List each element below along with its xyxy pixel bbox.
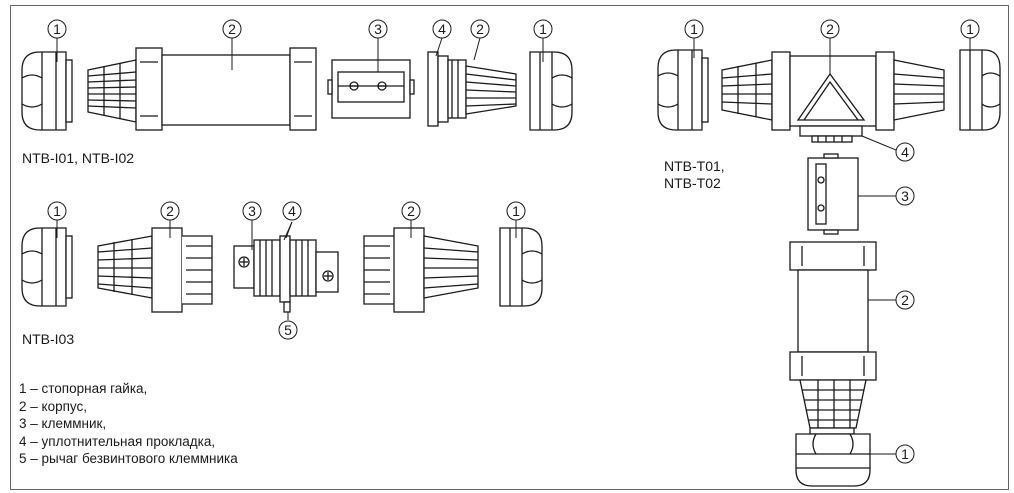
callout-circle — [278, 320, 298, 340]
gland-fingers — [721, 59, 773, 121]
callout-circle — [222, 19, 242, 39]
model-label-i01-i02: NTB-I01, NTB-I02 — [22, 150, 135, 166]
callout-number: 4 — [901, 144, 909, 160]
callout-number: 4 — [288, 203, 296, 219]
legend-item: 2 – корпус, — [19, 398, 88, 414]
callout-number: 3 — [901, 188, 909, 204]
parts-legend: 1 – стопорная гайка, 2 – корпус, 3 – кле… — [19, 380, 238, 468]
gland-fingers — [423, 235, 479, 299]
callout-circle — [506, 201, 526, 221]
callout-number: 3 — [374, 21, 382, 37]
legend-item: 1 – стопорная гайка, — [19, 381, 148, 396]
callout-number: 1 — [901, 446, 909, 462]
figure-frame — [10, 5, 1009, 490]
terminal-block-with-seal — [233, 235, 339, 313]
housing-half — [363, 227, 425, 313]
terminal-block — [327, 59, 415, 119]
callout-number: 1 — [53, 21, 61, 37]
callout-circle — [432, 19, 452, 39]
callout-circle — [160, 201, 180, 221]
gland-fingers — [87, 59, 137, 123]
callout-number: 2 — [166, 203, 174, 219]
terminal-block — [807, 153, 859, 235]
callout-number: 2 — [901, 292, 909, 308]
seal-and-thread — [427, 51, 517, 127]
seal-ring — [811, 135, 853, 143]
cap-nut — [529, 51, 573, 131]
callouts — [47, 19, 980, 464]
model-label-tee-line2: NTB-T02 — [664, 175, 721, 191]
callout-circle — [47, 201, 67, 221]
gland-fingers — [799, 379, 867, 429]
housing-body — [135, 47, 317, 131]
cap-nut — [959, 49, 1001, 131]
callout-number: 3 — [248, 203, 256, 219]
callout-circle — [960, 19, 980, 39]
cap-nut — [21, 227, 73, 307]
model-label-tee-line1: NTB-T01, — [664, 158, 725, 174]
gland-fingers — [893, 59, 945, 121]
callout-circle — [820, 19, 840, 39]
model-label-i03: NTB-I03 — [22, 331, 75, 347]
callout-circle — [533, 19, 553, 39]
callout-circle — [282, 201, 302, 221]
cap-nut — [657, 49, 709, 131]
inline-connector-i01-assembly — [21, 47, 573, 131]
legend-item: 5 – рычаг безвинтового клеммника — [19, 451, 238, 466]
tee-connector-assembly — [657, 49, 1001, 487]
callout-number: 2 — [476, 21, 484, 37]
housing-half — [151, 227, 213, 313]
cap-nut — [795, 427, 871, 487]
legend-item: 4 – уплотнительная прокладка, — [19, 433, 216, 449]
callout-number: 2 — [407, 203, 415, 219]
callout-number: 5 — [284, 322, 292, 338]
callout-circle — [684, 19, 704, 39]
callout-number: 1 — [690, 21, 698, 37]
callout-number: 1 — [53, 203, 61, 219]
callout-number: 4 — [438, 21, 446, 37]
gland-fingers — [97, 235, 153, 299]
callout-circle — [368, 19, 388, 39]
callout-circle — [47, 19, 67, 39]
callout-number: 2 — [826, 21, 834, 37]
callout-number: 1 — [539, 21, 547, 37]
tee-housing — [771, 51, 895, 137]
callout-circle — [242, 201, 262, 221]
callout-circle — [895, 186, 915, 206]
callout-circle — [895, 142, 915, 162]
callout-circle — [895, 290, 915, 310]
callout-circle — [895, 444, 915, 464]
housing-body — [789, 241, 877, 381]
callout-number: 1 — [512, 203, 520, 219]
callout-circle — [470, 19, 490, 39]
cap-nut — [499, 227, 543, 307]
legend-item: 3 – клеммник, — [19, 416, 107, 431]
callout-circle — [401, 201, 421, 221]
callout-number: 1 — [966, 21, 974, 37]
cap-nut — [21, 51, 73, 131]
callout-number: 2 — [228, 21, 236, 37]
inline-connector-i03-assembly — [21, 227, 543, 313]
callout-numbers: 1 2 3 4 2 1 1 2 3 4 5 2 1 1 2 1 4 3 2 1 — [53, 21, 974, 462]
